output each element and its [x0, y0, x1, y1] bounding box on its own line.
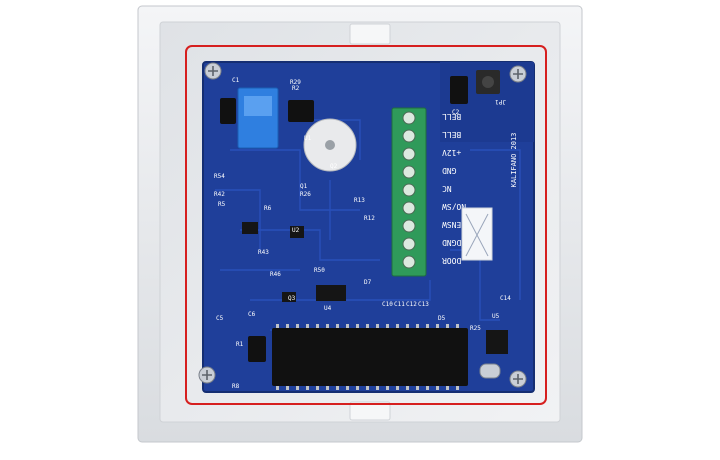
component-label: C10	[382, 301, 393, 308]
crystal-component	[479, 363, 501, 379]
component-label: R1	[236, 341, 244, 348]
component-label: U5	[492, 313, 500, 320]
component-label: U2	[292, 227, 300, 234]
component-label: C1	[232, 77, 240, 84]
jumper-label: JP1	[495, 98, 506, 105]
terminal-label: GND	[442, 166, 457, 175]
component-label: Q1	[300, 183, 308, 190]
component-label: C13	[418, 301, 429, 308]
push-button-component	[476, 70, 500, 94]
component-label: C2	[452, 109, 460, 116]
component-label: C14	[500, 295, 511, 302]
component-labels: C1 C2 C5 C6 C10 C11 C12 C13 C14 R1 R2 R5…	[214, 77, 511, 390]
terminal-label: DOOR	[442, 256, 461, 265]
component-label: R43	[258, 249, 269, 256]
qr-sticker	[461, 207, 493, 261]
terminal-labels: BELL BELL +12V GND NC NO/SW PENSW DGND D…	[442, 112, 466, 265]
component-label: R54	[214, 173, 225, 180]
component-label: U1	[304, 135, 312, 142]
component-label: C12	[406, 301, 417, 308]
component-label: R50	[314, 267, 325, 274]
component-label: C5	[216, 315, 224, 322]
terminal-label: BELL	[442, 112, 461, 121]
terminal-label: NO/SW	[442, 202, 466, 211]
component-label: Q3	[288, 295, 296, 302]
component-label: R8	[232, 383, 240, 390]
terminal-label: PENSW	[442, 220, 466, 229]
buzzer-component	[303, 118, 357, 172]
component-label: D7	[364, 279, 372, 286]
terminal-label: BELL	[442, 130, 461, 139]
component-label: D5	[438, 315, 446, 322]
antenna-coil	[185, 45, 547, 405]
component-label: R13	[354, 197, 365, 204]
component-label: Q2	[330, 163, 338, 170]
relay-component	[237, 87, 279, 149]
component-label: R42	[214, 191, 225, 198]
microcontroller-chip	[272, 324, 468, 390]
component-label: R2	[292, 85, 300, 92]
mounting-screw-icon	[198, 62, 527, 388]
component-label: R6	[264, 205, 272, 212]
component-label: R5	[218, 201, 226, 208]
terminal-label: +12V	[442, 148, 461, 157]
brand-label: KALIFANO 2013	[510, 133, 518, 188]
component-label: R12	[364, 215, 375, 222]
component-label: R26	[300, 191, 311, 198]
component-label: R29	[290, 79, 301, 86]
component-label: R25	[470, 325, 481, 332]
component-label: R46	[270, 271, 281, 278]
terminal-block	[391, 107, 427, 277]
component-label: C6	[248, 311, 256, 318]
component-label: C11	[394, 301, 405, 308]
terminal-label: NC	[442, 184, 452, 193]
ic-chip	[242, 222, 508, 354]
terminal-label: DGND	[442, 238, 461, 247]
capacitor-component	[220, 76, 468, 362]
component-label: U4	[324, 305, 332, 312]
